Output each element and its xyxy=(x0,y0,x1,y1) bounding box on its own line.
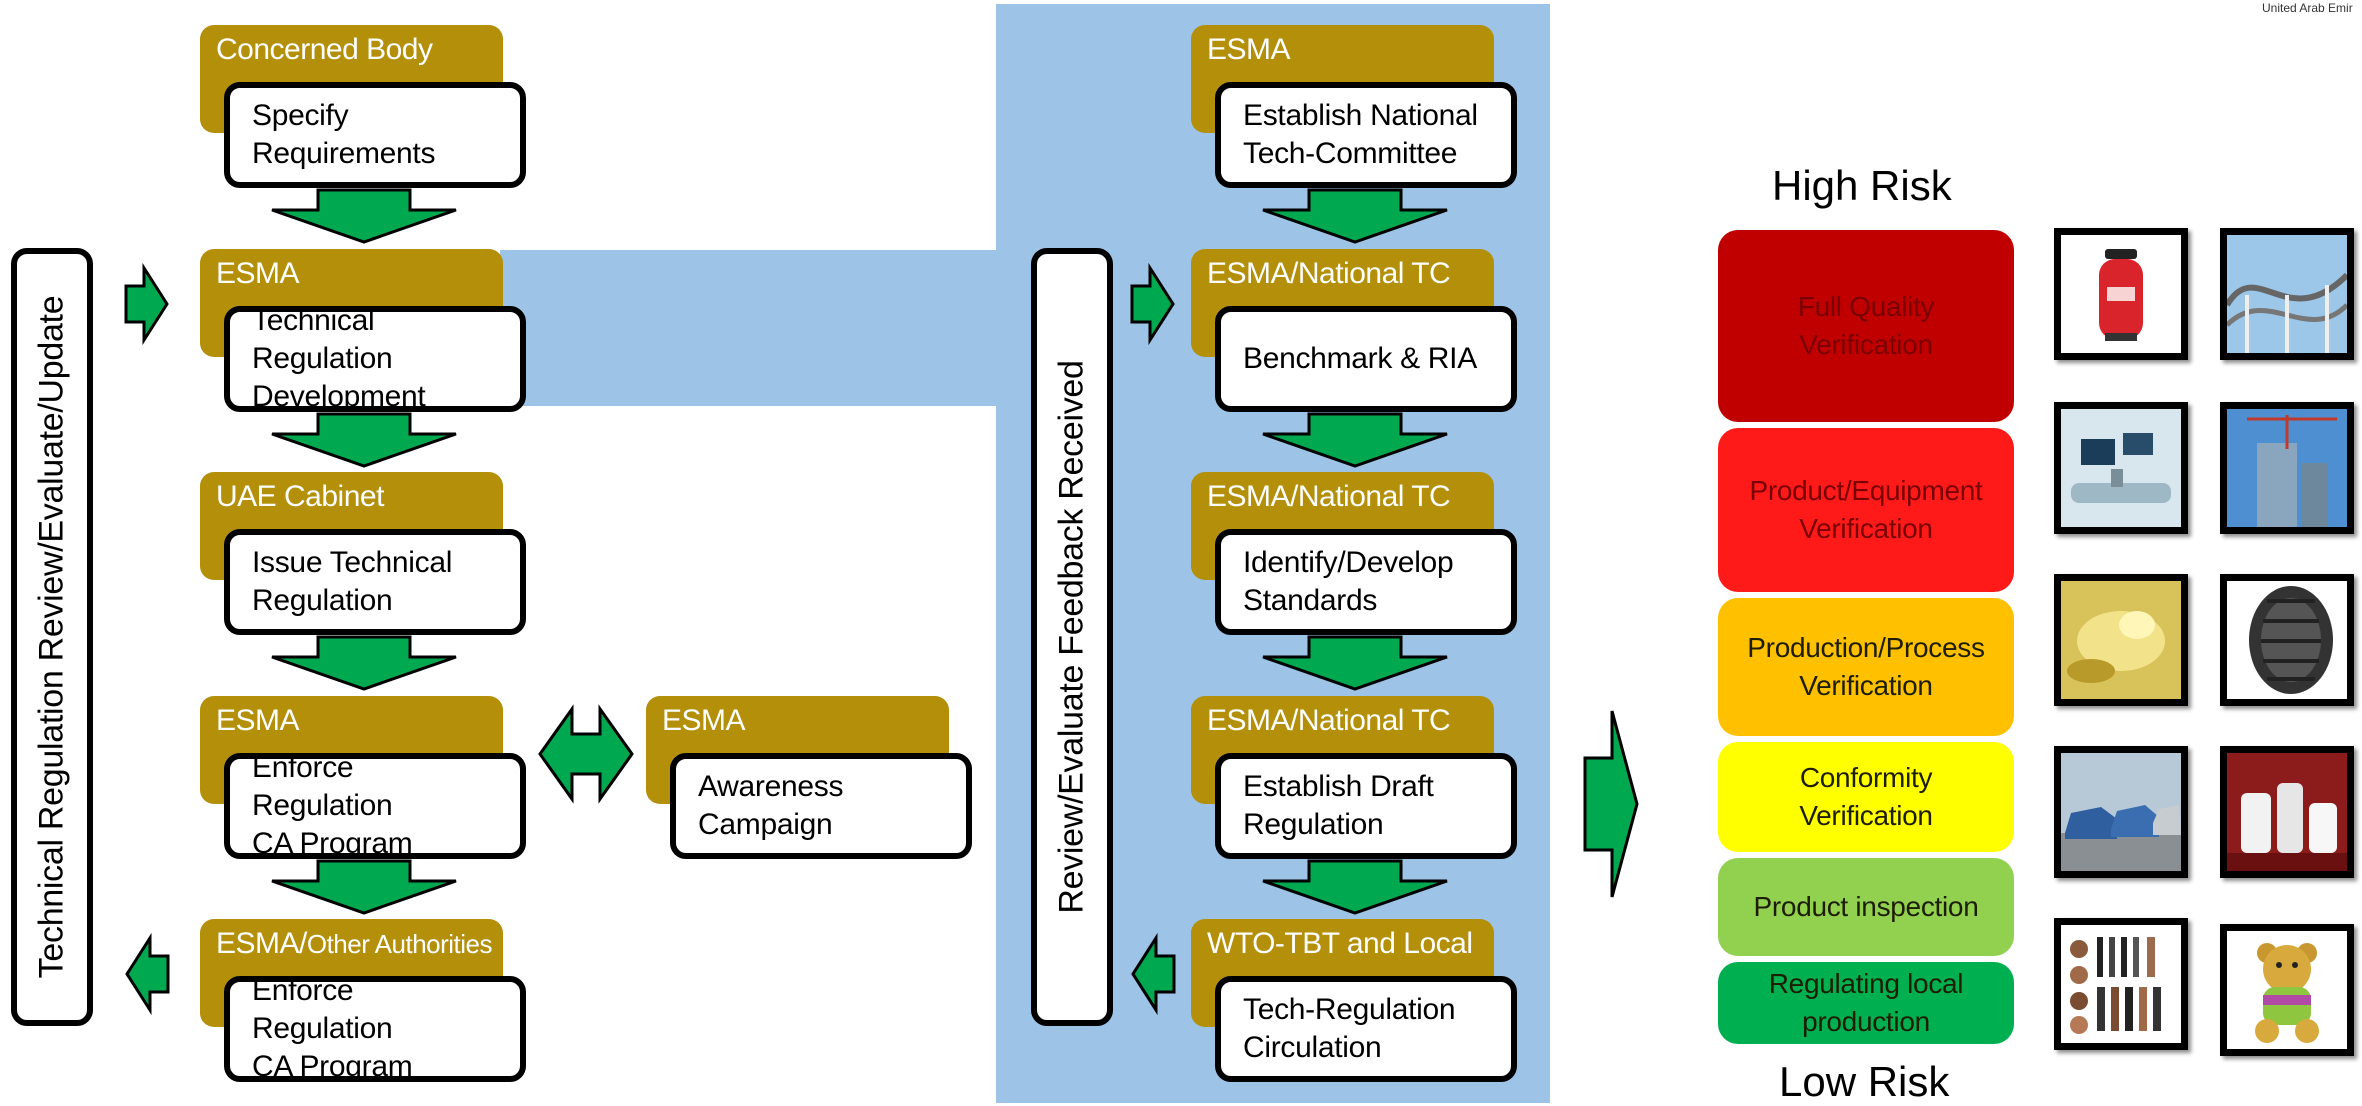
risk-level-production-process: Production/Process Verification xyxy=(1718,598,2014,736)
step-box: Establish National Tech-Committee xyxy=(1215,82,1517,188)
step-box: Tech-Regulation Circulation xyxy=(1215,976,1517,1082)
risk-level-label: Conformity Verification xyxy=(1799,762,1933,831)
risk-level-conformity: Conformity Verification xyxy=(1718,742,2014,852)
risk-level-local-production: Regulating local production xyxy=(1718,962,2014,1044)
risk-level-label: Product inspection xyxy=(1753,891,1979,922)
risk-level-product-equipment: Product/Equipment Verification xyxy=(1718,428,2014,592)
review-update-box: Technical Regulation Review/Evaluate/Upd… xyxy=(11,248,93,1026)
cosmetics-icon xyxy=(2054,918,2188,1050)
step-box: Issue Technical Regulation xyxy=(224,529,526,635)
right-arrow-icon xyxy=(1130,262,1175,346)
step-box: Awareness Campaign xyxy=(670,753,972,859)
step-box: Specify Requirements xyxy=(224,82,526,188)
left-arrow-icon xyxy=(125,932,170,1016)
feedback-box: Review/Evaluate Feedback Received xyxy=(1031,248,1113,1026)
down-arrow-icon xyxy=(271,635,457,691)
down-arrow-icon xyxy=(1262,635,1448,691)
down-arrow-icon xyxy=(271,412,457,468)
kitchen-appliances-icon xyxy=(2220,746,2354,878)
step-box: Establish Draft Regulation xyxy=(1215,753,1517,859)
step-box: Identify/Develop Standards xyxy=(1215,529,1517,635)
risk-level-label: Regulating local production xyxy=(1768,968,1964,1037)
risk-level-product-inspection: Product inspection xyxy=(1718,858,2014,956)
down-arrow-icon xyxy=(1262,859,1448,915)
right-arrow-icon xyxy=(124,262,169,346)
step-box: Technical Regulation Development xyxy=(224,304,526,413)
step-box: Enforce Regulation CA Program xyxy=(224,974,526,1083)
oil-liquid-icon xyxy=(2054,574,2188,706)
risk-level-full-quality: Full Quality Verification xyxy=(1718,230,2014,422)
feedback-label: Review/Evaluate Feedback Received xyxy=(1052,360,1091,914)
roller-coaster-icon xyxy=(2220,228,2354,360)
teddy-bear-icon xyxy=(2220,924,2354,1056)
down-arrow-icon xyxy=(271,859,457,915)
corner-label: United Arab Emir xyxy=(2262,1,2353,15)
review-update-label: Technical Regulation Review/Evaluate/Upd… xyxy=(32,295,71,979)
high-risk-label: High Risk xyxy=(1772,162,1952,209)
step-box: Benchmark & RIA xyxy=(1215,306,1517,412)
down-arrow-icon xyxy=(1262,188,1448,244)
large-right-arrow-icon xyxy=(1583,710,1639,898)
gas-cylinder-icon xyxy=(2054,228,2188,360)
medical-equipment-icon xyxy=(2054,402,2188,534)
building-construction-icon xyxy=(2220,402,2354,534)
risk-level-label: Full Quality Verification xyxy=(1797,291,1935,360)
step-box: Enforce Regulation CA Program xyxy=(224,751,526,860)
down-arrow-icon xyxy=(271,188,457,244)
double-arrow-icon xyxy=(538,704,634,804)
risk-level-label: Production/Process Verification xyxy=(1747,632,1985,701)
risk-level-label: Product/Equipment Verification xyxy=(1749,475,1983,544)
down-arrow-icon xyxy=(1262,412,1448,468)
cars-icon xyxy=(2054,746,2188,878)
left-arrow-icon xyxy=(1131,932,1176,1016)
tire-icon xyxy=(2220,574,2354,706)
step-header-main: ESMA/ xyxy=(216,927,307,960)
connector-band xyxy=(500,250,996,406)
step-header-sub: Other Authorities xyxy=(306,929,493,959)
low-risk-label: Low Risk xyxy=(1779,1058,1950,1105)
